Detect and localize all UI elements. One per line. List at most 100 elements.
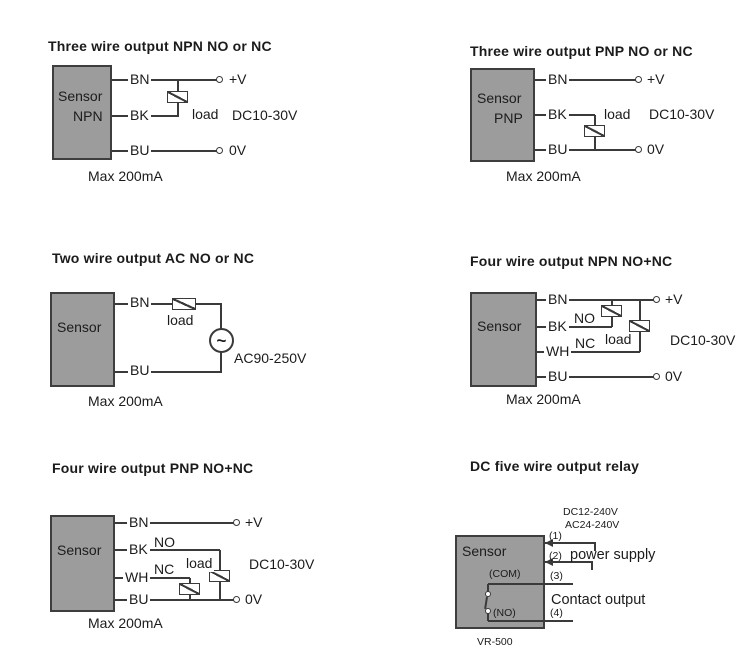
load-label: load <box>167 312 194 328</box>
bu-label: BU <box>128 362 152 379</box>
plus-v-terminal-icon <box>653 296 660 303</box>
pin2-label: (2) <box>549 550 562 562</box>
sensor-label: Sensor <box>477 318 522 334</box>
bn-label: BN <box>128 71 152 88</box>
dc-voltage-label: DC12-240V <box>563 506 618 518</box>
sensor-box <box>470 68 535 162</box>
load-symbol <box>584 125 605 137</box>
zero-v-label: 0V <box>245 591 263 607</box>
bk-wire <box>537 326 612 328</box>
bn-label: BN <box>128 294 152 311</box>
contact-output-label: Contact output <box>551 592 646 608</box>
nc-load-symbol <box>179 583 200 595</box>
no-label: (NO) <box>493 607 516 619</box>
switch-wire-bottom <box>487 613 489 621</box>
voltage-label: AC90-250V <box>234 350 307 366</box>
sensor-type-label: PNP <box>494 110 523 126</box>
pin1-label: (1) <box>549 530 562 542</box>
ac-branch-wire-top <box>220 304 222 329</box>
com-label: (COM) <box>489 568 521 580</box>
no-load-symbol <box>209 570 230 582</box>
sensor-label: Sensor <box>57 542 102 558</box>
bu-label: BU <box>127 591 151 608</box>
no-load-symbol <box>601 305 622 317</box>
ac-voltage-label: AC24-240V <box>565 519 620 531</box>
panel-title: Two wire output AC NO or NC <box>52 250 255 266</box>
max-current-label: Max 200mA <box>88 615 163 631</box>
zero-v-label: 0V <box>647 141 665 157</box>
pin1-wire-end <box>594 542 596 551</box>
wh-label: WH <box>123 569 151 586</box>
model-label: VR-500 <box>477 636 513 648</box>
bn-label: BN <box>546 71 570 88</box>
sensor-label: Sensor <box>57 319 102 335</box>
no-label: NO <box>574 310 595 326</box>
max-current-label: Max 200mA <box>88 393 163 409</box>
pin3-wire <box>488 583 573 585</box>
panel-title: DC five wire output relay <box>470 458 640 474</box>
panel-title: Four wire output NPN NO+NC <box>470 253 673 269</box>
wh-wire <box>537 351 640 353</box>
bk-label: BK <box>546 318 569 335</box>
bu-wire <box>115 371 222 373</box>
bn-wire <box>115 522 236 524</box>
wh-wire <box>115 577 190 579</box>
plus-v-label: +V <box>665 291 683 307</box>
nc-label: NC <box>154 561 175 577</box>
bn-label: BN <box>546 291 570 308</box>
ac-tilde: ~ <box>216 331 227 350</box>
pin4-wire <box>488 620 573 622</box>
wh-label: WH <box>544 343 572 360</box>
sensor-box <box>50 292 115 387</box>
bn-wire <box>537 299 656 301</box>
plus-v-label: +V <box>229 71 247 87</box>
ac-source-icon: ~ <box>209 328 234 353</box>
max-current-label: Max 200mA <box>506 168 581 184</box>
plus-v-label: +V <box>245 514 263 530</box>
pin3-label: (3) <box>550 570 563 582</box>
bn-wire <box>535 79 638 81</box>
bu-label: BU <box>546 141 570 158</box>
sensor-type-label: NPN <box>73 108 103 124</box>
max-current-label: Max 200mA <box>506 391 581 407</box>
switch-contact-top-icon <box>485 591 491 597</box>
zero-v-terminal-icon <box>635 146 642 153</box>
plus-v-terminal-icon <box>233 519 240 526</box>
bu-wire <box>115 599 236 601</box>
voltage-label: DC10-30V <box>649 106 715 122</box>
bu-wire <box>112 150 220 152</box>
sensor-label: Sensor <box>58 88 103 104</box>
bu-wire <box>537 376 656 378</box>
load-symbol <box>172 298 196 310</box>
nc-label: NC <box>575 335 596 351</box>
switch-wire-top <box>487 584 489 592</box>
voltage-label: DC10-30V <box>670 332 736 348</box>
pin2-wire-end <box>591 561 593 570</box>
voltage-label: DC10-30V <box>232 107 298 123</box>
nc-load-symbol <box>629 320 650 332</box>
max-current-label: Max 200mA <box>88 168 163 184</box>
pin2-wire <box>545 561 593 563</box>
zero-v-label: 0V <box>229 142 247 158</box>
load-label: load <box>603 331 634 348</box>
plus-v-label: +V <box>647 71 665 87</box>
bk-label: BK <box>128 107 151 124</box>
bu-label: BU <box>546 368 570 385</box>
bu-wire <box>535 149 638 151</box>
pin1-wire <box>545 542 596 544</box>
panel-title: Four wire output PNP NO+NC <box>52 460 254 476</box>
bn-wire <box>115 303 222 305</box>
load-symbol <box>167 91 188 103</box>
sensor-box <box>52 65 112 160</box>
load-label: load <box>192 106 219 122</box>
panel-title: Three wire output NPN NO or NC <box>48 38 272 54</box>
bk-label: BK <box>127 541 150 558</box>
pin4-label: (4) <box>550 607 563 619</box>
load-label: load <box>602 106 633 123</box>
load-label: load <box>184 555 215 572</box>
power-supply-label: power supply <box>570 547 656 563</box>
bn-wire <box>112 79 220 81</box>
sensor-label: Sensor <box>477 90 522 106</box>
sensor-box <box>470 292 537 387</box>
